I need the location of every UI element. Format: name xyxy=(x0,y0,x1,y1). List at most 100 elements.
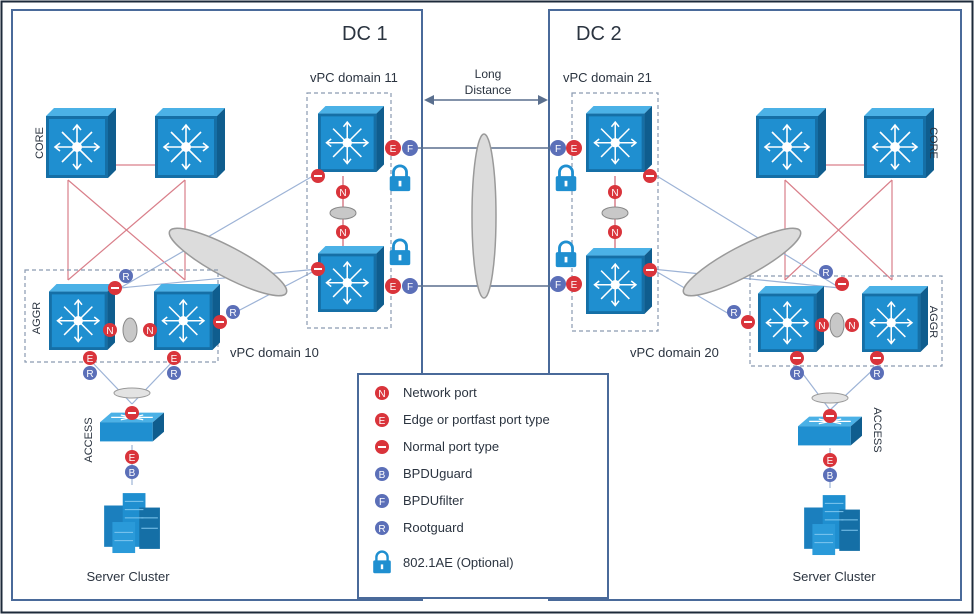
dc1-port-e-3: E xyxy=(83,351,97,365)
svg-text:B: B xyxy=(129,468,136,479)
svg-text:R: R xyxy=(793,369,800,380)
dc1-core-switch-1 xyxy=(46,107,116,179)
dc2-port-e-2: E xyxy=(566,276,582,292)
svg-text:N: N xyxy=(848,321,855,332)
dc2-access-label: ACCESS xyxy=(871,407,883,452)
dc1-port-normal-3 xyxy=(108,281,122,295)
dc2-port-r-3: R xyxy=(790,366,804,380)
dc1-port-normal-4 xyxy=(213,315,227,329)
dc2-vpc21-switch-1 xyxy=(586,105,652,173)
svg-text:N: N xyxy=(339,188,346,199)
svg-text:F: F xyxy=(407,144,413,155)
legend-item-rootguard: R Rootguard xyxy=(375,520,464,535)
svg-text:Edge or portfast port type: Edge or portfast port type xyxy=(403,412,550,427)
dc1-aggr-peer-oval xyxy=(122,317,138,343)
dc2-port-normal-4 xyxy=(741,315,755,329)
vpc-domain-10-label: vPC domain 10 xyxy=(230,345,319,360)
dc1-port-e-2: E xyxy=(385,278,401,294)
vpc-domain-20-label: vPC domain 20 xyxy=(630,345,719,360)
svg-text:N: N xyxy=(339,228,346,239)
dc1-port-e-4: E xyxy=(167,351,181,365)
legend-item-8021ae: 802.1AE (Optional) xyxy=(372,550,514,574)
dc1-port-r-1: R xyxy=(119,269,133,283)
dc1-core-switch-2 xyxy=(155,107,225,179)
dc2-port-normal-6 xyxy=(870,351,884,365)
svg-text:N: N xyxy=(146,326,153,337)
svg-text:Network port: Network port xyxy=(403,385,477,400)
svg-text:R: R xyxy=(873,369,880,380)
long-distance-label-1: Long xyxy=(475,67,502,81)
svg-text:E: E xyxy=(379,416,386,427)
dc2-port-b-1: B xyxy=(823,468,837,482)
dc2-port-normal-2 xyxy=(643,263,657,277)
legend-item-normal: Normal port type xyxy=(375,439,499,454)
dc2-port-n-1: N xyxy=(608,185,622,199)
svg-text:B: B xyxy=(827,471,834,482)
svg-text:N: N xyxy=(106,326,113,337)
dc2-aggr-peer-oval xyxy=(829,312,845,338)
arrow-head-left xyxy=(424,95,434,105)
svg-text:R: R xyxy=(822,268,829,279)
dc1-port-r-4: R xyxy=(167,366,181,380)
legend-item-bpduguard: B BPDUguard xyxy=(375,466,472,481)
dc1-access-oval xyxy=(113,387,151,399)
dc2-port-f-1: F xyxy=(550,140,566,156)
dc2-core-switch-2 xyxy=(864,107,934,179)
svg-text:Rootguard: Rootguard xyxy=(403,520,464,535)
svg-text:N: N xyxy=(818,321,825,332)
arrow-head-right xyxy=(538,95,548,105)
dc2-core-label: CORE xyxy=(927,127,939,159)
long-distance-label-2: Distance xyxy=(465,83,512,97)
dc1-aggr-label: AGGR xyxy=(31,302,43,334)
dc2-port-e-3: E xyxy=(823,453,837,467)
legend-item-bpdufilter: F BPDUfilter xyxy=(375,493,464,508)
dc1-port-normal-5 xyxy=(125,406,139,420)
svg-text:B: B xyxy=(379,470,386,481)
dc2-server-cluster-label: Server Cluster xyxy=(792,569,876,584)
svg-text:Normal port type: Normal port type xyxy=(403,439,499,454)
dc2-title: DC 2 xyxy=(576,23,622,45)
dc1-port-b-1: B xyxy=(125,465,139,479)
svg-text:E: E xyxy=(827,456,834,467)
dc2-port-n-2: N xyxy=(608,225,622,239)
dc2-aggr-switch-2 xyxy=(862,285,928,353)
dc2-port-n-4: N xyxy=(845,318,859,332)
svg-text:BPDUfilter: BPDUfilter xyxy=(403,493,464,508)
svg-text:R: R xyxy=(229,308,236,319)
vpc-domain-11-label: vPC domain 11 xyxy=(310,70,398,85)
dc1-port-f-1: F xyxy=(402,140,418,156)
dc2-port-n-3: N xyxy=(815,318,829,332)
svg-text:R: R xyxy=(730,308,737,319)
svg-text:N: N xyxy=(611,188,618,199)
dc1-access-label: ACCESS xyxy=(83,417,95,462)
svg-text:F: F xyxy=(555,144,561,155)
dc2-port-e-1: E xyxy=(566,140,582,156)
svg-text:R: R xyxy=(170,369,177,380)
dc2-portchannel-oval xyxy=(682,227,802,297)
legend-item-edge: E Edge or portfast port type xyxy=(375,412,550,427)
dc1-port-e-1: E xyxy=(385,140,401,156)
svg-text:R: R xyxy=(122,272,129,283)
vpc-domain-21-label: vPC domain 21 xyxy=(563,70,652,85)
svg-text:BPDUguard: BPDUguard xyxy=(403,466,472,481)
dc1-port-r-2: R xyxy=(226,305,240,319)
dc1-vpc11-switch-2 xyxy=(318,245,384,313)
svg-text:E: E xyxy=(390,282,397,293)
dc1-peer-oval xyxy=(329,206,357,220)
svg-text:R: R xyxy=(86,369,93,380)
dc1-port-n-2: N xyxy=(336,225,350,239)
dc1-port-r-3: R xyxy=(83,366,97,380)
svg-text:F: F xyxy=(555,280,561,291)
dc1-vpc11-switch-1 xyxy=(318,105,384,173)
svg-text:E: E xyxy=(571,144,578,155)
dc2-port-f-2: F xyxy=(550,276,566,292)
dc2-aggr-label: AGGR xyxy=(927,306,939,338)
svg-text:802.1AE (Optional): 802.1AE (Optional) xyxy=(403,555,514,570)
svg-text:E: E xyxy=(129,453,136,464)
dc1-port-f-2: F xyxy=(402,278,418,294)
svg-text:F: F xyxy=(379,497,385,508)
dc1-vpc11-box xyxy=(306,92,392,329)
svg-text:N: N xyxy=(611,228,618,239)
